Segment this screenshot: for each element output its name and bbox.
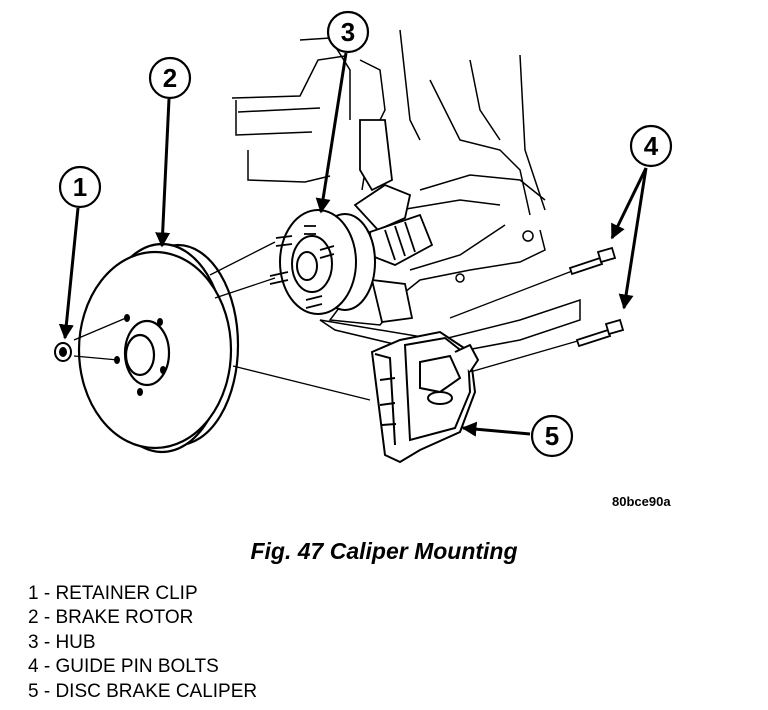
- callout-3-number: 3: [341, 17, 355, 47]
- callout-4: 4: [610, 124, 673, 310]
- suspension-frame-background: [231, 29, 581, 356]
- caliper-mounting-illustration: 1 2 3 4 5: [54, 10, 673, 464]
- callout-5: 5: [461, 414, 574, 458]
- legend-item: 2 - BRAKE ROTOR: [28, 607, 194, 629]
- knuckle-and-axle: [353, 119, 434, 323]
- retainer-clip: [54, 342, 72, 362]
- brake-rotor: [77, 242, 240, 454]
- guide-pin-bolts: [568, 246, 625, 348]
- callout-2-number: 2: [163, 63, 177, 93]
- callout-3: 3: [315, 10, 370, 214]
- legend-item: 3 - HUB: [28, 631, 96, 653]
- callout-4-number: 4: [644, 131, 659, 161]
- legend-item: 5 - DISC BRAKE CALIPER: [28, 680, 258, 702]
- disc-brake-caliper: [370, 330, 480, 464]
- callout-2: 2: [148, 56, 192, 248]
- legend-item: 1 - RETAINER CLIP: [28, 583, 198, 604]
- parts-legend: 1 - RETAINER CLIP 2 - BRAKE ROTOR 3 - HU…: [28, 582, 257, 704]
- callout-1: 1: [58, 165, 102, 340]
- callout-1-number: 1: [73, 172, 87, 202]
- callout-5-number: 5: [545, 421, 559, 451]
- hub-studs: [269, 225, 335, 309]
- hub: [269, 209, 376, 315]
- figure-caption: Fig. 47 Caliper Mounting: [250, 538, 518, 564]
- figure-code: 80bce90a: [612, 494, 671, 509]
- legend-item: 4 - GUIDE PIN BOLTS: [28, 656, 219, 678]
- assembly-guide-lines: [73, 241, 589, 401]
